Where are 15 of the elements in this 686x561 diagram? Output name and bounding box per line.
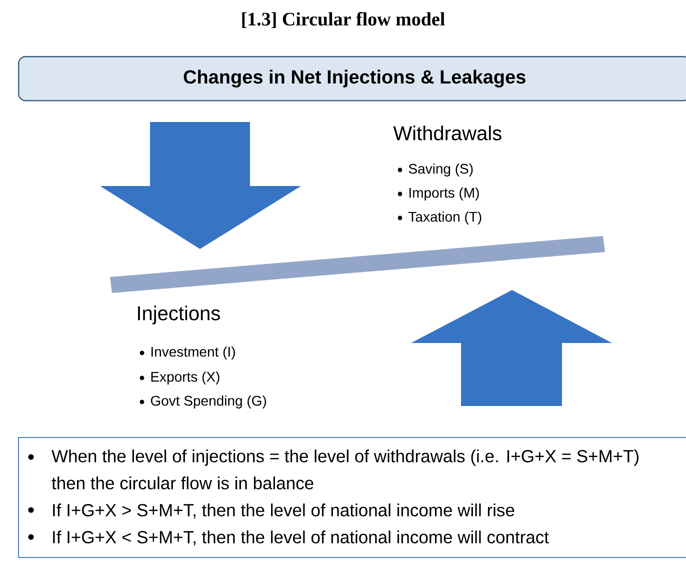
list-item: Saving (S) [408,163,473,177]
list-item: Imports (M) [410,187,479,201]
list-heading: Withdrawals [393,126,502,140]
bullet-text: If I+G+X > S+M+T, then the level of national income will rise [53,504,514,518]
list-item: Exports (X) [151,371,220,385]
list-item: Govt Spending (G) [150,395,266,409]
bullet-text: When the level of injections = the level of withdrawals (i.e. I+G+X = S+M+T) then the circular flow is in balance [52,450,638,490]
list-item: Taxation (T) [408,211,482,225]
header-band [18,56,686,102]
title: [1.3] Circular flow model [242,12,445,28]
list-item: Investment (I) [152,346,235,360]
bullet-text: If I+G+X < S+M+T, then the level of national income will contract [53,530,549,546]
text-box [18,437,686,558]
list-heading: Injections [138,306,220,324]
heading: Changes in Net Injections & Leakages [184,70,526,88]
